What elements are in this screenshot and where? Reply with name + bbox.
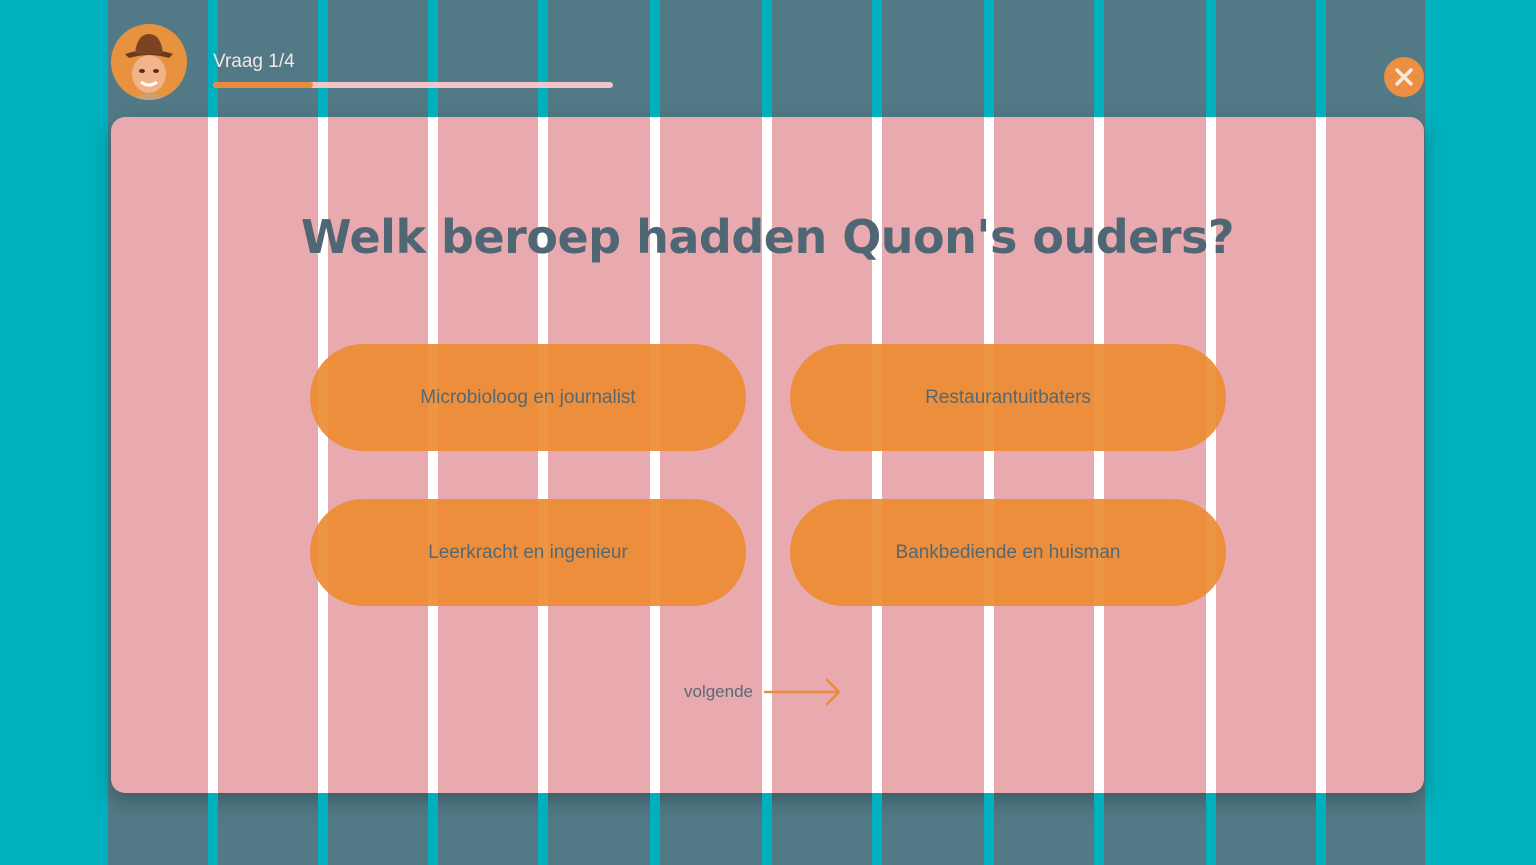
progress-label: Vraag 1/4 (213, 51, 295, 72)
avatar-portrait-icon (125, 34, 173, 100)
progress-bar (213, 82, 613, 88)
answer-button-2[interactable]: Restaurantuitbaters (790, 344, 1226, 451)
arrow-right-icon (763, 678, 841, 706)
close-button[interactable] (1384, 57, 1424, 97)
question-title: Welk beroep hadden Quon's ouders? (300, 210, 1235, 264)
answer-label: Microbioloog en journalist (420, 386, 636, 408)
avatar (111, 24, 187, 100)
progress-fill (213, 82, 313, 88)
answer-label: Restaurantuitbaters (925, 386, 1091, 408)
answer-button-1[interactable]: Microbioloog en journalist (310, 344, 746, 451)
answer-label: Leerkracht en ingenieur (428, 541, 628, 563)
close-icon (1395, 68, 1413, 86)
next-button[interactable]: volgende (684, 676, 843, 708)
answer-label: Bankbediende en huisman (895, 541, 1121, 563)
answer-button-3[interactable]: Leerkracht en ingenieur (310, 499, 746, 606)
answer-button-4[interactable]: Bankbediende en huisman (790, 499, 1226, 606)
next-label: volgende (684, 682, 754, 701)
